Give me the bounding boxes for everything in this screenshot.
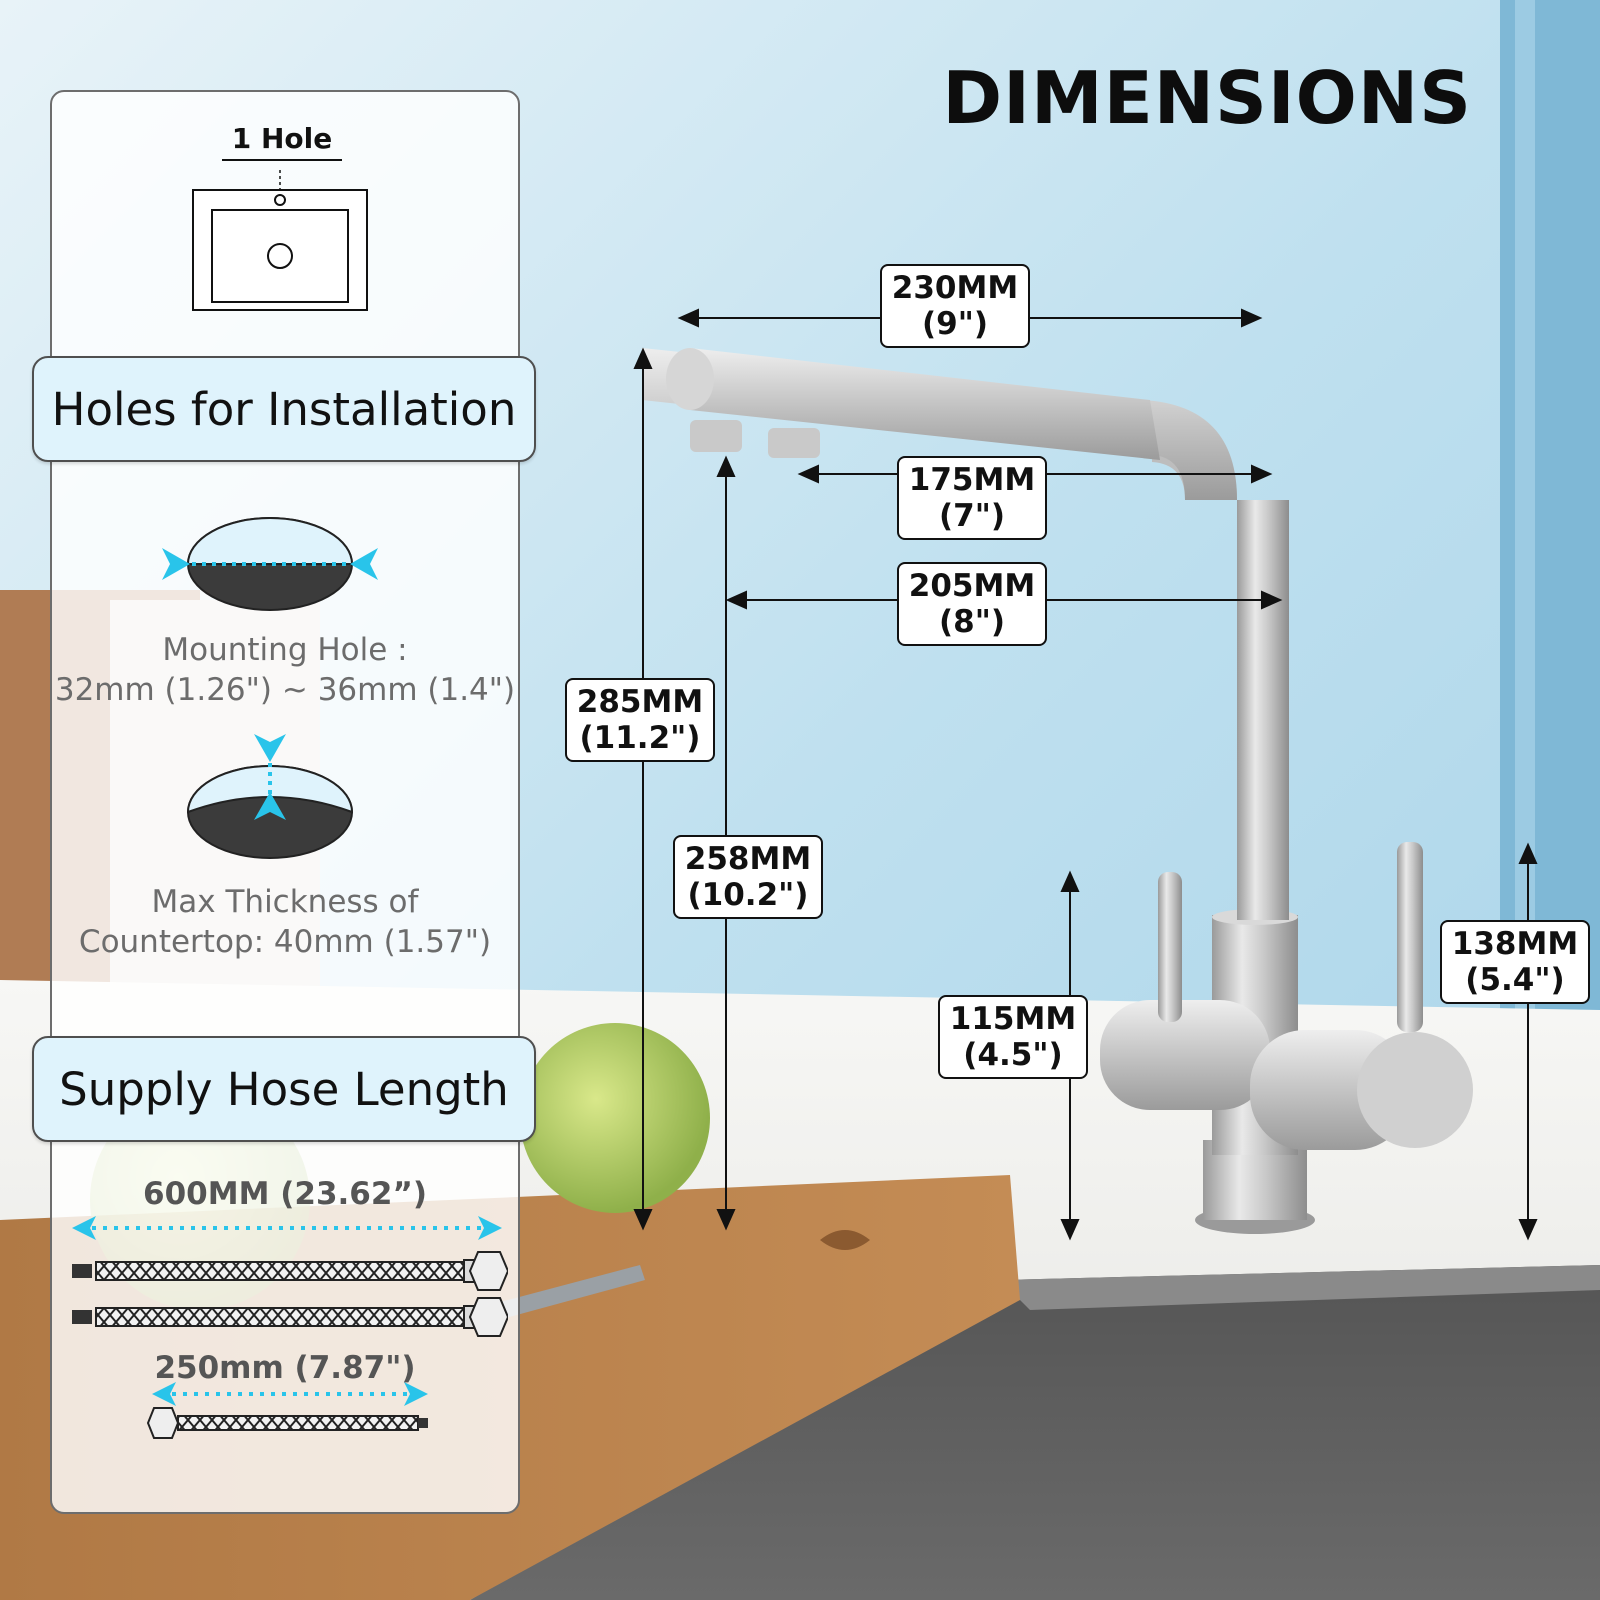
mounting-hole-line-1: Mounting Hole : [162, 632, 408, 668]
metric-value: 205MM [908, 568, 1036, 604]
page-title: DIMENSIONS [942, 56, 1472, 140]
countertop-thickness-caption: Max Thickness of Countertop: 40mm (1.57"… [52, 882, 518, 962]
mounting-hole-diameter-icon [162, 517, 378, 611]
thickness-line-1: Max Thickness of [151, 884, 419, 920]
sink-top-view-icon [192, 170, 368, 311]
supply-hose-heading: Supply Hose Length [32, 1036, 536, 1142]
mounting-hole-caption: Mounting Hole : 32mm (1.26") ~ 36mm (1.4… [52, 630, 518, 710]
dimension-label-outlet-to-body: 175MM (7") [897, 456, 1047, 540]
metric-value: 138MM [1451, 926, 1579, 962]
dimension-label-reach: 205MM (8") [897, 562, 1047, 646]
countertop-thickness-icon [186, 734, 354, 859]
faucet-illustration [642, 348, 1473, 1234]
metric-value: 230MM [891, 270, 1019, 306]
imperial-value: (11.2") [579, 720, 701, 756]
holes-installation-heading: Holes for Installation [32, 356, 536, 462]
metric-value: 285MM [576, 684, 704, 720]
dimension-label-spout-length: 230MM (9") [880, 264, 1030, 348]
imperial-value: (4.5") [963, 1037, 1063, 1073]
mounting-hole-line-2: 32mm (1.26") ~ 36mm (1.4") [54, 672, 516, 708]
imperial-value: (9") [921, 306, 989, 342]
dimension-label-spout-height: 258MM (10.2") [673, 835, 823, 919]
dimension-label-body-height: 115MM (4.5") [938, 995, 1088, 1079]
imperial-value: (8") [938, 604, 1006, 640]
hose-short-length-label: 250mm (7.87") [154, 1350, 416, 1386]
imperial-value: (5.4") [1465, 962, 1565, 998]
metric-value: 115MM [949, 1001, 1077, 1037]
dimension-label-handle-height: 138MM (5.4") [1440, 920, 1590, 1004]
dimension-label-total-height: 285MM (11.2") [565, 678, 715, 762]
metric-value: 175MM [908, 462, 1036, 498]
thickness-line-2: Countertop: 40mm (1.57") [78, 924, 492, 960]
hole-count-label: 1 Hole [222, 122, 342, 161]
imperial-value: (7") [938, 498, 1006, 534]
hose-long-length-label: 600MM (23.62”) [143, 1176, 427, 1212]
metric-value: 258MM [684, 841, 812, 877]
braided-hose-icon [72, 1216, 508, 1439]
imperial-value: (10.2") [687, 877, 809, 913]
